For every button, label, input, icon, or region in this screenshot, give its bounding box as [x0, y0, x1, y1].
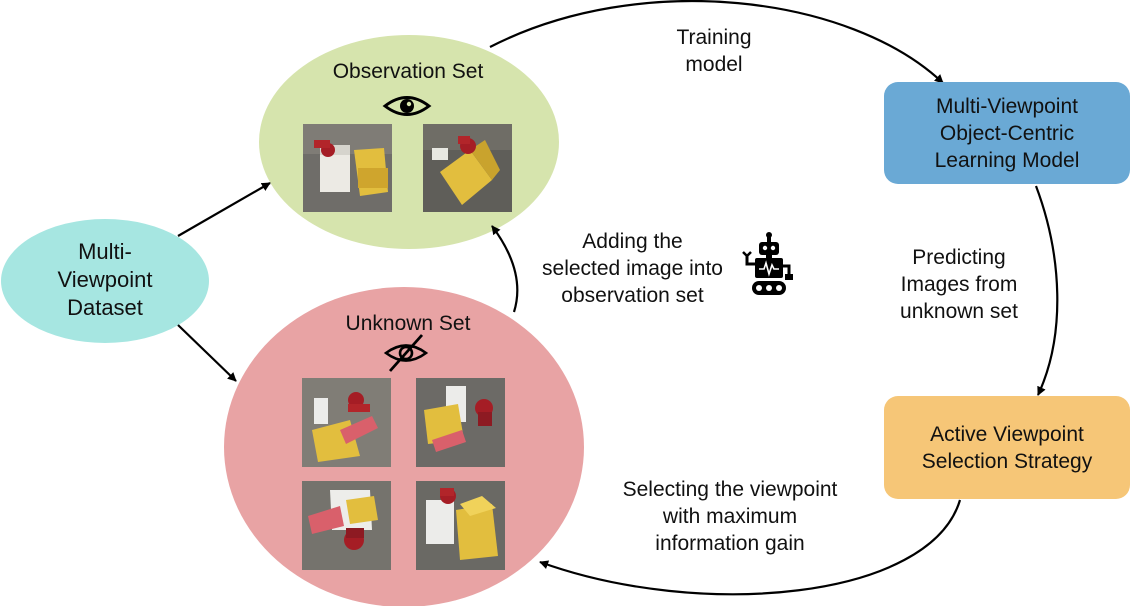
training-label-line: Training	[676, 26, 752, 49]
dataset-label-line: Dataset	[67, 295, 143, 320]
observation-image-2	[423, 124, 512, 212]
selecting-label-line: with maximum	[662, 505, 798, 528]
selecting-label-line: Selecting the viewpoint	[622, 478, 838, 501]
model-label-line: Learning Model	[934, 148, 1080, 172]
adding-arrow	[491, 225, 519, 313]
adding-label: Adding the selected image into observati…	[520, 228, 745, 309]
dataset-label-line: Viewpoint	[57, 267, 153, 292]
selecting-label: Selecting the viewpoint with maximum inf…	[590, 476, 870, 557]
predicting-label-line: unknown set	[900, 300, 1018, 323]
observation-image-1	[303, 124, 392, 212]
selecting-arrow	[539, 499, 962, 596]
selection-strategy-box: Active Viewpoint Selection Strategy	[884, 396, 1130, 499]
eye-icon	[382, 96, 432, 116]
dataset-label-line: Multi-	[78, 239, 132, 264]
training-label-line: model	[685, 53, 743, 76]
robot-icon	[742, 232, 793, 295]
dataset-node	[1, 219, 209, 343]
adding-label-line: Adding the	[582, 230, 683, 253]
predicting-label-line: Predicting	[912, 246, 1006, 269]
observation-set-title: Observation Set	[332, 60, 484, 83]
adding-label-line: observation set	[561, 284, 704, 307]
strategy-label-line: Active Viewpoint	[930, 422, 1084, 446]
unknown-image-4	[416, 481, 505, 570]
strategy-label-line: Selection Strategy	[921, 449, 1093, 473]
eye-slash-icon	[383, 334, 429, 372]
predicting-label: Predicting Images from unknown set	[874, 244, 1044, 325]
unknown-image-3	[302, 481, 391, 570]
learning-model-box: Multi-Viewpoint Object-Centric Learning …	[884, 82, 1130, 184]
model-label-line: Multi-Viewpoint	[935, 94, 1078, 118]
model-label-line: Object-Centric	[939, 121, 1075, 145]
predicting-arrow	[1034, 185, 1059, 396]
predicting-label-line: Images from	[900, 273, 1018, 296]
dataset-to-unknown-arrow	[177, 324, 237, 382]
dataset-to-observation-arrow	[177, 182, 271, 237]
selecting-label-line: information gain	[655, 532, 805, 555]
unknown-image-1	[302, 378, 391, 467]
unknown-image-2	[416, 378, 505, 467]
adding-label-line: selected image into	[542, 257, 723, 280]
unknown-set-title: Unknown Set	[345, 312, 471, 335]
training-arrow	[489, 0, 944, 84]
dataset-label: Multi- Viewpoint Dataset	[30, 238, 180, 322]
training-label: Training model	[634, 24, 794, 78]
